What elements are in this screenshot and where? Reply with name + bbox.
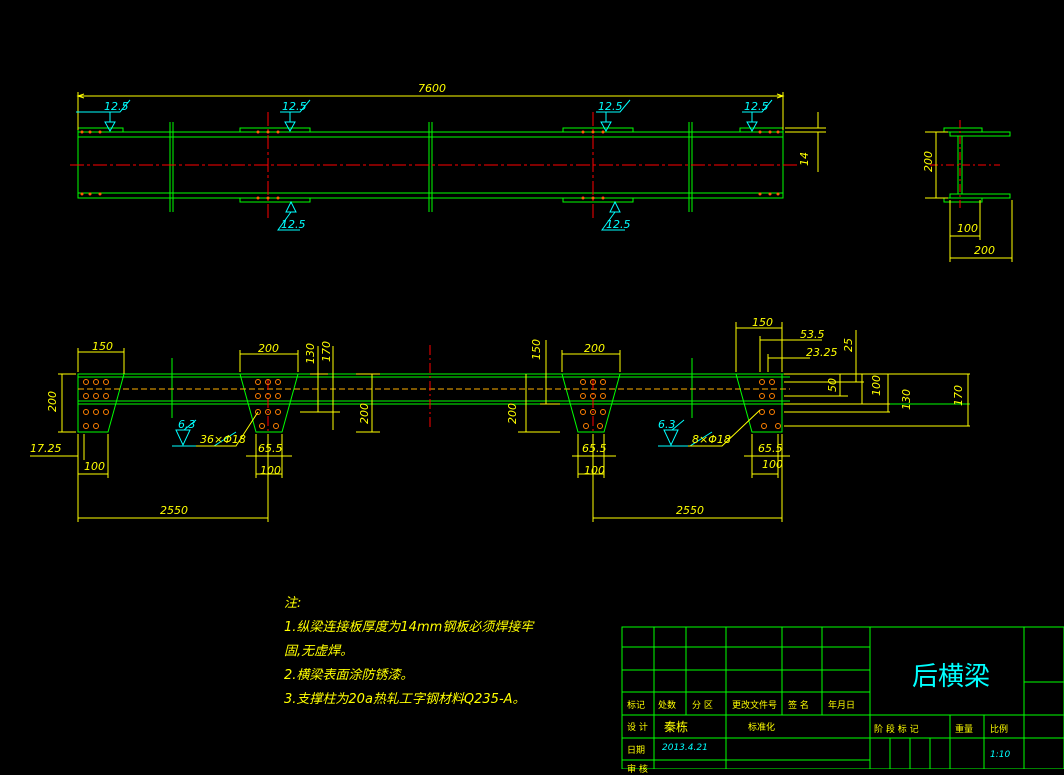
plan-dim-65-5-mid1: 65.5 — [258, 442, 283, 455]
tb-row-date: 日期 — [627, 746, 646, 756]
weld-6-3-b: 6.3 — [658, 418, 676, 431]
section-view: 200 100 200 — [922, 120, 1013, 262]
tb-row-design: 设 计 — [627, 723, 648, 733]
holes-36-phi18: 36×Φ18 — [200, 433, 246, 446]
drawing-title: 后横梁 — [912, 662, 991, 692]
tb-header-zone: 分 区 — [692, 701, 713, 711]
notes-title: 注: — [284, 596, 302, 611]
tb-header-stage: 阶 段 标 记 — [874, 725, 919, 735]
note-2: 2.横梁表面涂防锈漆。 — [284, 668, 414, 683]
section-dim-200h: 200 — [922, 151, 935, 172]
technical-notes: 注: 1.纵梁连接板厚度为14mm钢板必须焊接牢 固,无虚焊。 2.横梁表面涂防… — [284, 592, 533, 712]
plan-dim-200-mid2: 200 — [584, 342, 605, 355]
section-dim-100: 100 — [957, 222, 978, 235]
plan-dim-65-5-right: 65.5 — [758, 442, 783, 455]
plan-dim-200v-mid1: 200 — [358, 403, 371, 424]
plan-dim-200-left: 200 — [46, 391, 59, 412]
plan-dim-170-mid1: 170 — [320, 341, 333, 362]
weld-12-5-b: 12.5 — [282, 100, 307, 113]
plan-dim-150-mid2: 150 — [530, 339, 543, 360]
tb-row-standard: 标准化 — [748, 723, 776, 733]
dim-14: 14 — [798, 152, 811, 166]
tb-header-scale: 比例 — [990, 725, 1009, 735]
plan-dim-50: 50 — [826, 378, 839, 392]
plan-dim-65-5-mid2: 65.5 — [582, 442, 607, 455]
tb-header-date: 年月日 — [828, 701, 856, 711]
tb-designer-name: 秦栋 — [664, 720, 689, 734]
note-3: 3.支撑柱为20a热轧工字钢材料Q235-A。 — [284, 692, 526, 707]
plan-dim-17-25: 17.25 — [30, 442, 62, 455]
weld-12-5-f: 12.5 — [606, 218, 631, 231]
holes-8-phi18: 8×Φ18 — [692, 433, 731, 446]
weld-6-3-a: 6.3 — [178, 418, 196, 431]
plan-dim-2550-right: 2550 — [676, 504, 704, 517]
plan-dim-23-25: 23.25 — [806, 346, 838, 359]
tb-header-docno: 更改文件号 — [732, 701, 778, 711]
plan-dim-100-mid2: 100 — [584, 464, 605, 477]
weld-12-5-c: 12.5 — [598, 100, 623, 113]
plan-dim-100-left: 100 — [84, 460, 105, 473]
plan-dim-100-mid1: 100 — [260, 464, 281, 477]
tb-header-weight: 重量 — [955, 725, 974, 735]
tb-scale-value: 1:10 — [990, 750, 1011, 760]
note-1a: 1.纵梁连接板厚度为14mm钢板必须焊接牢 — [284, 620, 534, 635]
dim-7600: 7600 — [418, 82, 446, 95]
tb-header-mark: 标记 — [627, 701, 646, 711]
tb-date-value: 2013.4.21 — [662, 743, 708, 753]
tb-header-count: 处数 — [658, 701, 677, 711]
plan-dim-150-right: 150 — [752, 316, 773, 329]
plan-dim-100v-right: 100 — [870, 375, 883, 396]
plan-dim-25: 25 — [842, 338, 855, 352]
section-dim-200w: 200 — [974, 244, 995, 257]
plan-dim-2550-left: 2550 — [160, 504, 188, 517]
note-1b: 固,无虚焊。 — [284, 644, 354, 659]
plan-dim-130-mid1: 130 — [304, 343, 317, 364]
title-block-grid — [621, 626, 1064, 769]
plan-dim-200-mid1: 200 — [258, 342, 279, 355]
plan-view: 150 200 17.25 100 200 130 170 200 65.5 1… — [30, 316, 970, 522]
plan-dim-150-left: 150 — [92, 340, 113, 353]
tb-header-sign: 签 名 — [788, 701, 809, 711]
plan-dim-130-right: 130 — [900, 389, 913, 410]
weld-12-5-e: 12.5 — [281, 218, 306, 231]
plan-dim-100-right: 100 — [762, 458, 783, 471]
plan-dim-53-5: 53.5 — [800, 328, 825, 341]
top-view: 7600 14 12.5 12.5 12.5 12.5 12.5 12.5 — [70, 82, 826, 231]
plan-dim-200v-mid2: 200 — [506, 403, 519, 424]
weld-12-5-a: 12.5 — [104, 100, 129, 113]
plan-dim-170-right: 170 — [952, 385, 965, 406]
weld-12-5-d: 12.5 — [744, 100, 769, 113]
